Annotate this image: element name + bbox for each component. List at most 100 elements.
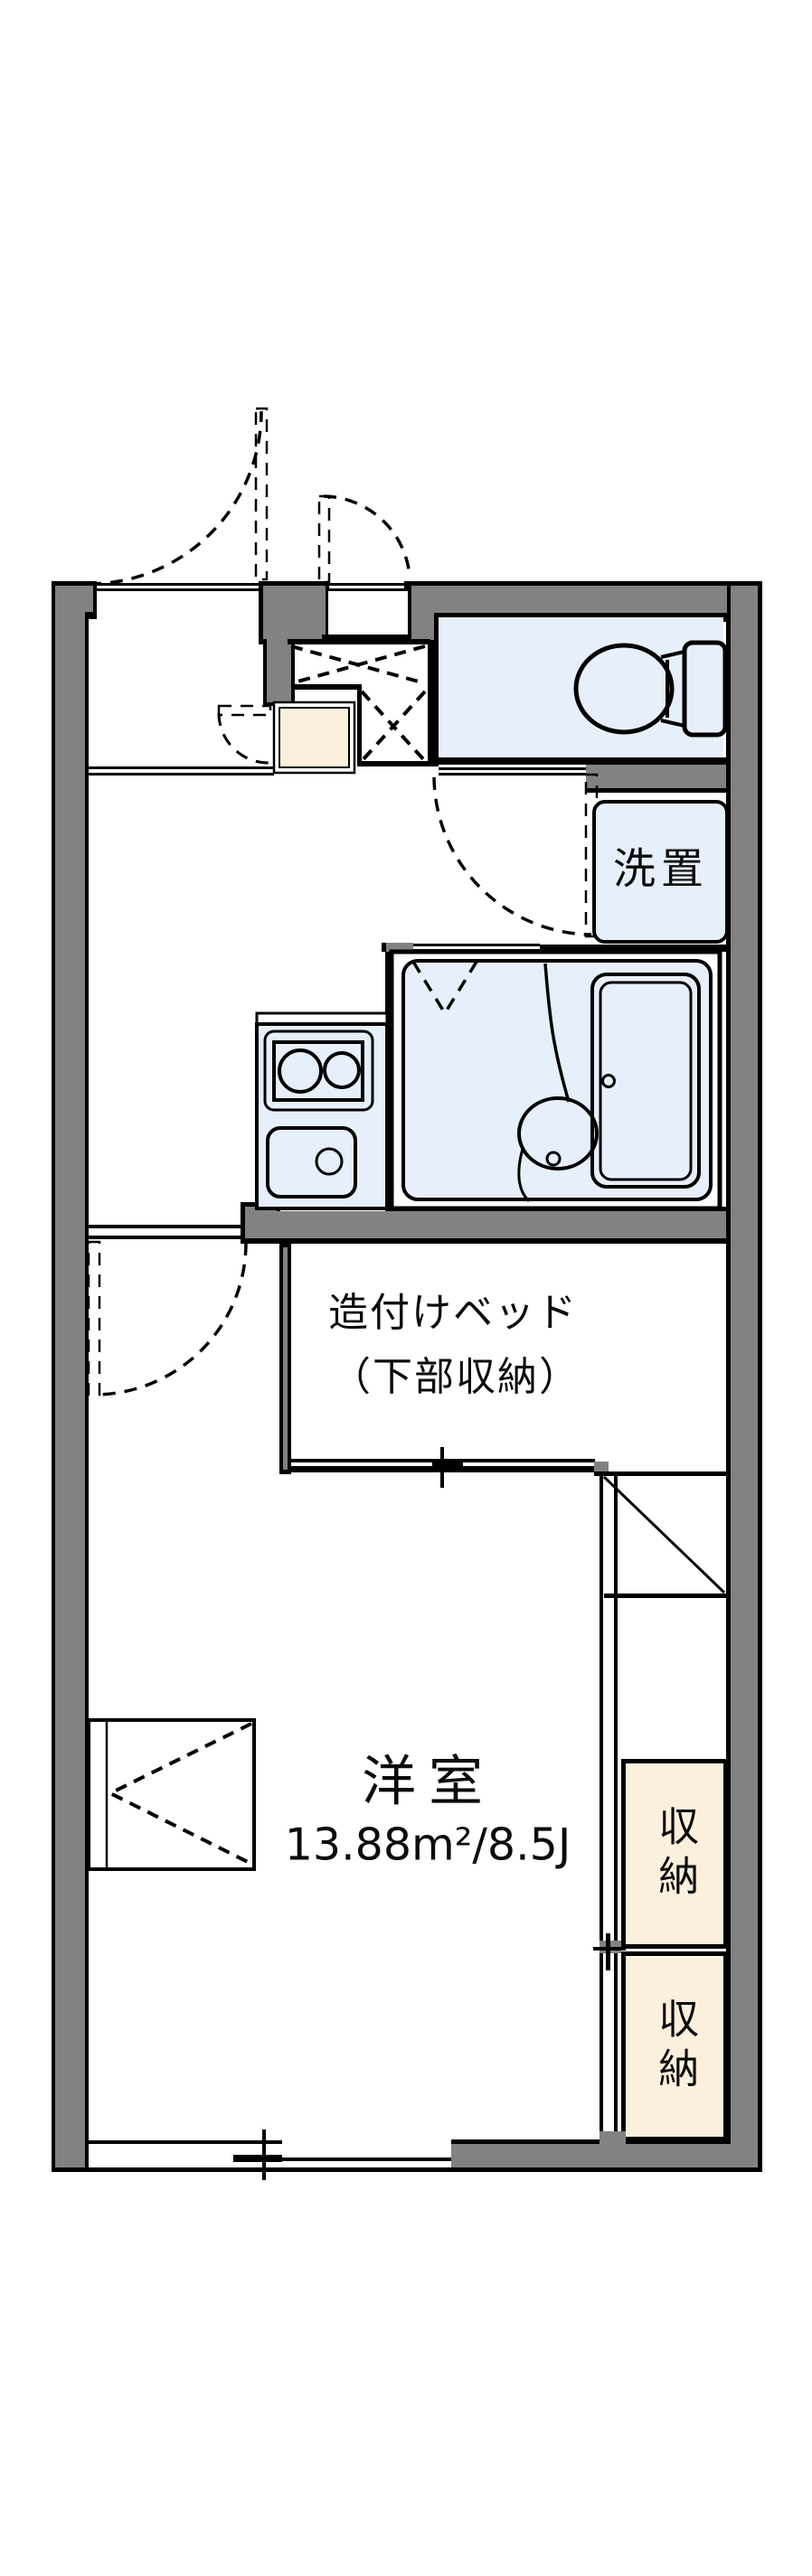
kitchen-unit <box>255 1022 389 1210</box>
closet-column-top <box>594 1471 726 1476</box>
kitchen <box>255 1011 389 1210</box>
window-track-a <box>89 2140 282 2144</box>
bottom-outer-line <box>52 2167 762 2172</box>
stove-burner-left <box>278 1048 323 1094</box>
washbasin-icon <box>517 1096 599 1170</box>
folding-table-box <box>87 1718 256 1871</box>
niche-right-border <box>408 586 411 639</box>
washbasin-pedestal <box>517 1148 531 1203</box>
room-opening-a <box>89 1225 242 1228</box>
room-opening-b <box>89 1236 242 1239</box>
hall-stub-core <box>245 1207 277 1238</box>
top-corner-core <box>408 613 434 640</box>
walls <box>52 581 762 2172</box>
genkan-step-b <box>89 773 274 776</box>
bath-partition-curve <box>543 963 571 1103</box>
toilet-sill-b <box>439 773 586 776</box>
bottom-band-core <box>451 2144 758 2167</box>
bath-front-tab-edge <box>382 943 386 952</box>
entry-strip-core <box>267 619 291 702</box>
entrance-alcove-x <box>290 644 427 763</box>
toilet-door-arc <box>432 776 592 936</box>
bathroom <box>389 949 722 1211</box>
bottom-band-top <box>451 2139 730 2144</box>
bed-label-line2: （下部収納） <box>331 1354 581 1401</box>
room-door-arc <box>93 1242 248 1396</box>
bed-end-tab <box>594 1462 609 1474</box>
left-step-core <box>85 586 93 612</box>
toilet-room-floor <box>439 617 723 757</box>
entrance-sill-b <box>97 588 262 591</box>
stove-frame <box>272 1040 364 1102</box>
window-center-tick <box>262 2129 266 2180</box>
niche-floor <box>328 591 408 635</box>
alcove-x4 <box>360 690 427 763</box>
left-wall-core <box>55 586 85 2167</box>
outside-closet-door-arc <box>323 494 411 577</box>
openings <box>89 583 586 1239</box>
stove-burner-right <box>323 1051 361 1089</box>
fridge-space-divider <box>604 1594 726 1598</box>
mid-band-core <box>277 1211 726 1238</box>
window-overlap-mark <box>233 2155 282 2162</box>
storage-bottom-label: 収納 <box>651 1998 700 2097</box>
shoe-cabinet-door-arc <box>217 712 269 765</box>
kitchen-sink <box>266 1126 357 1199</box>
right-wall-core <box>731 586 758 2167</box>
folding-table <box>87 1718 256 1871</box>
closet-mid-bar <box>606 1933 610 1970</box>
doors <box>87 407 599 1396</box>
folding-table-chevron <box>106 1722 252 1866</box>
washer-space <box>592 800 729 944</box>
bed-front-tick <box>440 1447 444 1488</box>
bath-front-tab <box>385 943 413 952</box>
toilet-sill-a <box>439 767 586 770</box>
bottom-window <box>89 2129 451 2180</box>
toilet-left-border <box>428 617 439 766</box>
toilet-bowl-icon <box>573 643 675 735</box>
bed-label-line1: 造付けベッド <box>328 1290 578 1337</box>
bathtub-drain <box>601 1074 616 1088</box>
alcove-x2 <box>290 644 426 685</box>
mid-band-bottom <box>241 1238 730 1244</box>
room-size-label: 13.88m²/8.5J <box>284 1819 571 1871</box>
washbasin-drain <box>545 1151 562 1167</box>
storage-box-bottom <box>621 1951 728 2141</box>
washer-box <box>592 800 729 944</box>
niche-bottom-border <box>322 635 411 640</box>
closet-track-b <box>614 1474 618 2139</box>
toilet-tank <box>682 640 728 738</box>
entrance-sill-a <box>97 583 262 586</box>
room-name-label: 洋室 <box>362 1750 496 1814</box>
outside-closet-door-leaf <box>317 494 331 584</box>
toilet-bottom-line <box>435 757 730 765</box>
bed-left-core <box>283 1247 288 1470</box>
bathtub-inner <box>599 981 693 1181</box>
bed-front-overlap <box>432 1461 463 1470</box>
closet-bottom-tab <box>600 2131 626 2144</box>
toilet-room <box>439 617 728 757</box>
toilet-band-core <box>586 765 726 788</box>
alcove-mid-border <box>291 684 362 690</box>
entrance-door-arc <box>88 410 263 586</box>
room-door-leaf <box>87 1240 101 1396</box>
toilet-band-bottom <box>586 788 730 793</box>
niche-top-a <box>328 583 408 586</box>
washer-label: 洗置 <box>613 844 709 895</box>
window-track-b <box>244 2158 451 2161</box>
alcove-bottom-border <box>357 761 430 766</box>
bath-front-wall <box>540 945 730 952</box>
storage-top-label: 収納 <box>651 1805 700 1904</box>
bathroom-floor <box>401 959 713 1201</box>
alcove-vert-border <box>357 684 362 766</box>
shoe-cabinet-door-leaf <box>217 704 272 717</box>
closet-track-a <box>600 1474 603 2139</box>
niche-top-b <box>328 588 408 591</box>
storage-box-top <box>621 1759 728 1949</box>
bath-door-track-a <box>413 944 540 946</box>
genkan-step-a <box>89 766 274 769</box>
genkan-box-inner <box>279 707 350 768</box>
bed-and-closets <box>291 1447 728 2144</box>
